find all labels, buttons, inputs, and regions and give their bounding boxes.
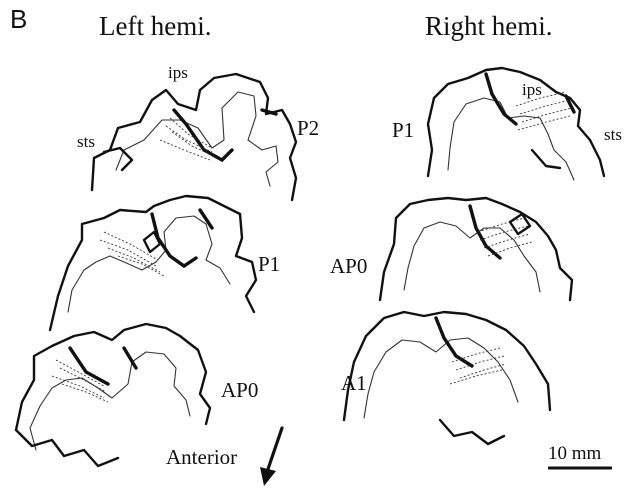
right-section-a1 bbox=[344, 312, 550, 444]
left-section-p2 bbox=[92, 74, 296, 200]
anterior-arrow-icon bbox=[260, 428, 282, 486]
right-section-ap0 bbox=[380, 198, 572, 300]
left-section-ap0 bbox=[16, 324, 210, 466]
right-section-p1 bbox=[428, 68, 604, 180]
left-section-p1 bbox=[50, 196, 256, 330]
